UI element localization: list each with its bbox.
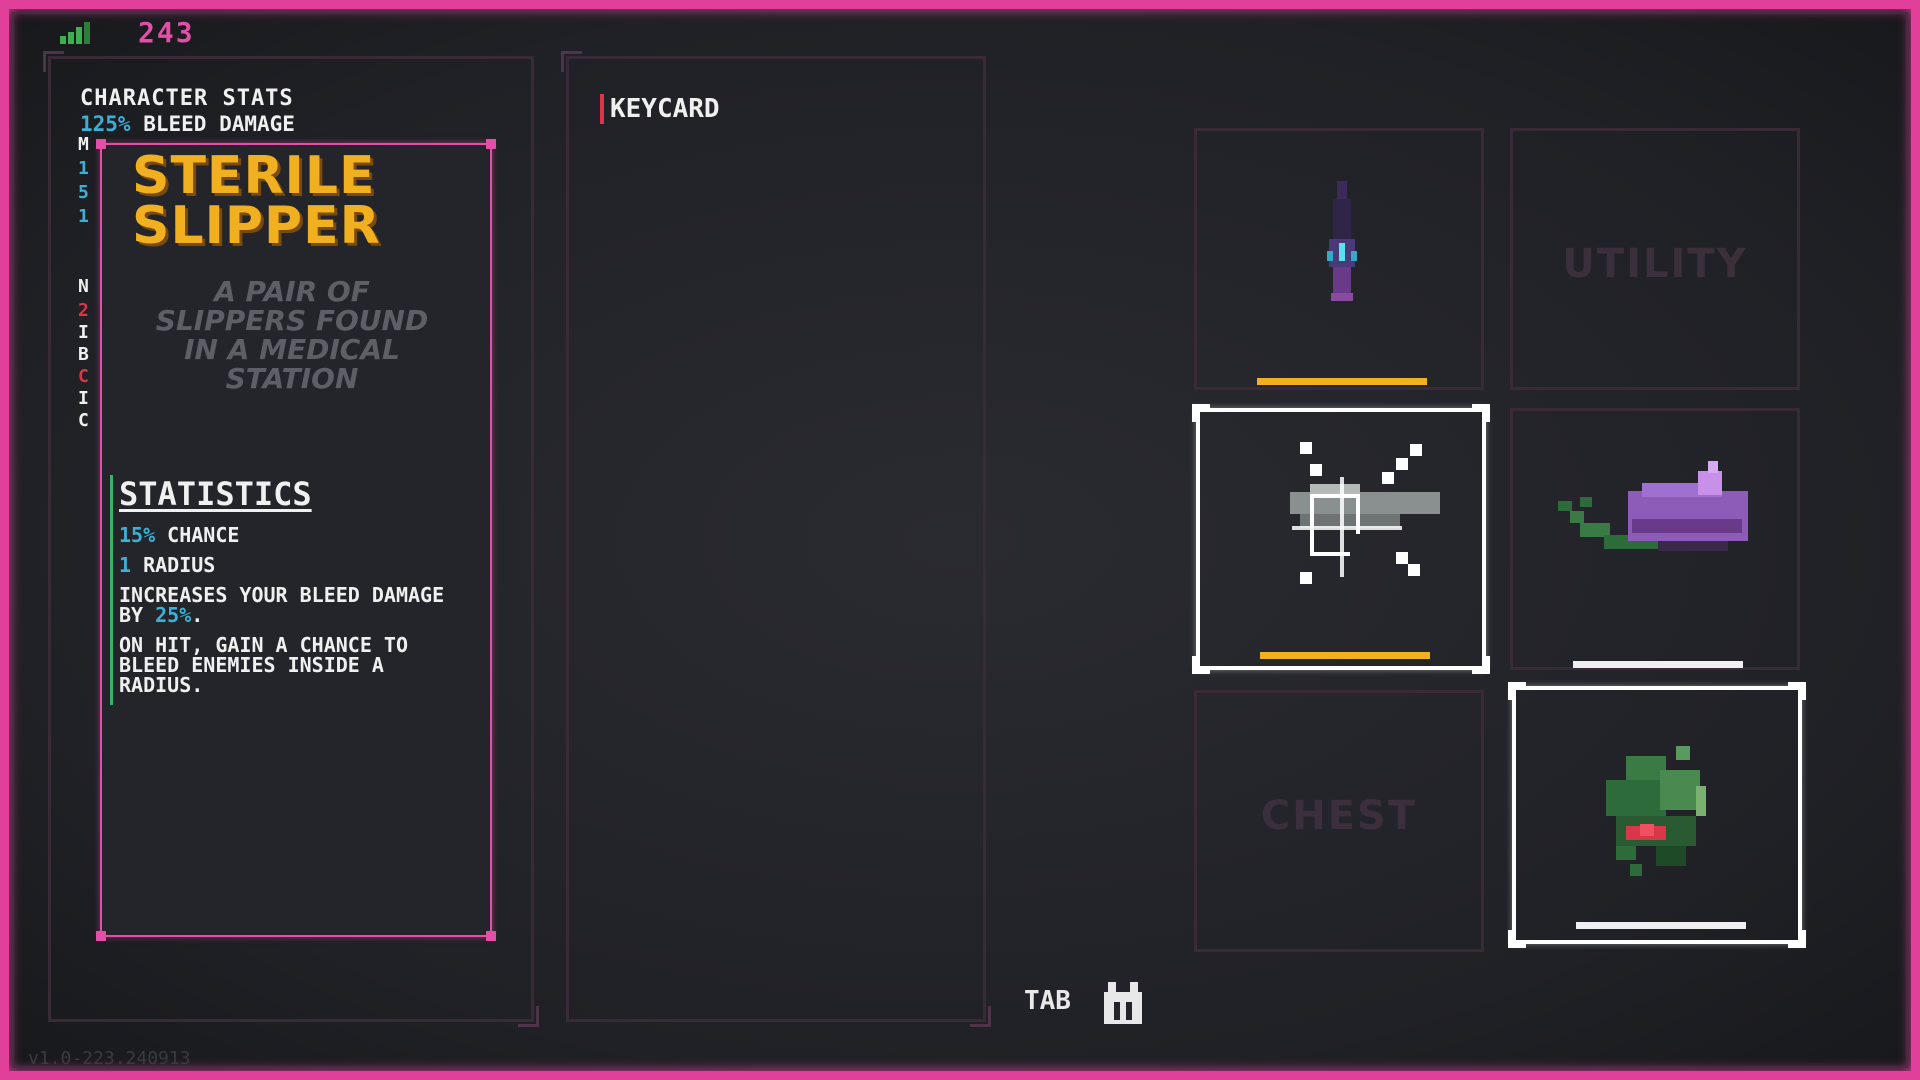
hidden-stat-fragment: 5	[78, 182, 89, 203]
frame-left	[0, 0, 9, 1080]
herb-slot[interactable]	[1508, 682, 1806, 948]
weapon-durability-bar	[1257, 378, 1427, 385]
selection-corner	[1508, 682, 1526, 700]
selection-corner	[1472, 656, 1490, 674]
character-stats-panel	[43, 51, 539, 1027]
hidden-stat-fragment: 2	[78, 300, 89, 321]
effect-bleed-damage: INCREASES YOUR BLEED DAMAGE BY 25%.	[119, 585, 450, 625]
frame-bottom	[0, 1071, 1920, 1080]
chance-label: CHANCE	[167, 523, 240, 547]
selection-corner	[1192, 656, 1210, 674]
backpack-icon	[1104, 982, 1142, 1024]
tooltip-corner	[486, 931, 496, 941]
gun-slot[interactable]	[1192, 404, 1490, 674]
hidden-stat-fragment: I	[78, 388, 89, 409]
utility-slot-label: UTILITY	[1562, 241, 1748, 287]
frame-right	[1911, 0, 1920, 1080]
tooltip-corner	[96, 139, 106, 149]
tooltip-corner	[96, 931, 106, 941]
bleed-damage-stat: 125% BLEED DAMAGE	[80, 112, 295, 136]
selection-corner	[1192, 404, 1210, 422]
effect1-suffix: .	[191, 603, 204, 627]
slipper-icon	[1558, 461, 1748, 551]
radius-label: RADIUS	[143, 553, 216, 577]
bleed-damage-label: BLEED DAMAGE	[143, 112, 295, 136]
effect1-text: INCREASES YOUR BLEED DAMAGE BY	[119, 583, 445, 627]
radius-value: 1	[119, 553, 132, 577]
effect1-value: 25%	[155, 603, 192, 627]
herb-icon	[1606, 746, 1706, 876]
slipper-durability-bar	[1573, 661, 1743, 668]
chance-stat: 15% CHANCE	[119, 525, 450, 545]
radius-stat: 1 RADIUS	[119, 555, 450, 575]
chest-slot-label: CHEST	[1260, 793, 1418, 839]
tooltip-corner	[486, 139, 496, 149]
hidden-stat-fragment: C	[78, 410, 89, 431]
hidden-stat-fragment: I	[78, 322, 89, 343]
frame-top	[0, 0, 1920, 9]
frame-inner	[12, 12, 1908, 1068]
item-description: A PAIR OF SLIPPERS FOUND IN A MEDICAL ST…	[155, 275, 429, 395]
selection-corner	[1788, 930, 1806, 948]
bleed-damage-value: 125%	[80, 112, 131, 136]
hidden-stat-fragment: C	[78, 366, 89, 387]
slipper-slot[interactable]	[1510, 408, 1800, 670]
selection-corner	[1788, 682, 1806, 700]
statistics-title: STATISTICS	[119, 475, 312, 513]
crosshair-gun-icon	[1290, 442, 1440, 584]
hidden-stat-fragment: B	[78, 344, 89, 365]
utility-slot[interactable]: UTILITY	[1510, 128, 1800, 390]
version-label: v1.0-223.240913	[28, 1048, 191, 1069]
chance-value: 15%	[119, 523, 156, 547]
currency-counter: 243	[138, 16, 195, 49]
effect-bleed-chance: ON HIT, GAIN A CHANCE TO BLEED ENEMIES I…	[119, 633, 408, 697]
gun-durability-bar	[1260, 652, 1430, 659]
chest-slot[interactable]: CHEST	[1194, 690, 1484, 952]
weapon-slot[interactable]	[1194, 128, 1484, 390]
item-tooltip: STERILE SLIPPER A PAIR OF SLIPPERS FOUND…	[96, 139, 496, 941]
hidden-stat-fragment: 1	[78, 158, 89, 179]
dagger-icon	[1327, 181, 1357, 301]
tab-key-hint[interactable]: TAB	[1024, 986, 1071, 1016]
item-title: STERILE SLIPPER	[132, 146, 381, 256]
character-stats-header: CHARACTER STATS	[80, 86, 294, 111]
herb-durability-bar	[1576, 922, 1746, 929]
hidden-stat-fragment: N	[78, 276, 89, 297]
selection-corner	[1508, 930, 1526, 948]
item-statistics: STATISTICS 15% CHANCE 1 RADIUS INCREASES…	[110, 475, 450, 705]
selection-corner	[1472, 404, 1490, 422]
hidden-stat-fragment: M	[78, 134, 89, 155]
hidden-stat-fragment: 1	[78, 206, 89, 227]
signal-bars-icon	[60, 22, 94, 44]
keycard-item[interactable]: KEYCARD	[600, 94, 720, 124]
keys-panel	[561, 51, 991, 1027]
